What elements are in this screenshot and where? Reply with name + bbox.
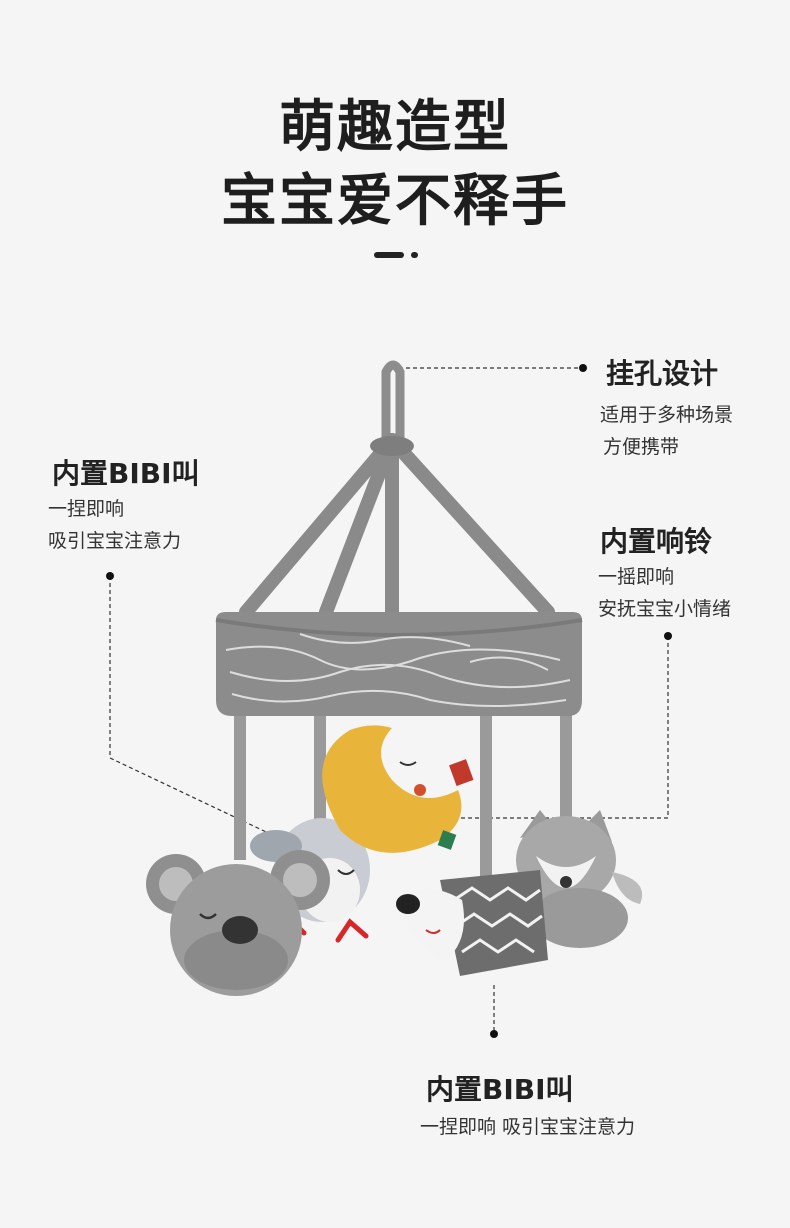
callout-hanging-hole-line2: 方便携带 [603,436,680,458]
canopy-band [215,612,583,716]
callout-hanging-hole-line1: 适用于多种场景 [600,404,734,426]
callout-bibi-left-line1: 一捏即响 [48,498,125,520]
callout-bell-line2: 安抚宝宝小情绪 [598,598,732,620]
callout-bell-line1: 一摇即响 [598,566,675,588]
moon-toy-icon [322,725,474,853]
hanging-loop [381,360,405,440]
callout-bibi-bottom-line1: 一捏即响 吸引宝宝注意力 [420,1116,636,1138]
callout-bibi-left-title: 内置BIBI叫 [52,457,200,490]
hanging-strings [234,700,572,880]
callout-bell-title: 内置响铃 [600,525,713,558]
callout-hanging-hole-title: 挂孔设计 [606,357,719,390]
callout-bibi-left-line2: 吸引宝宝注意力 [48,530,182,552]
title-divider-dot [411,252,418,258]
page-title-line1: 萌趣造型 [279,95,511,160]
hedgehog-toy-icon [396,870,548,976]
leader-dots [106,364,672,1038]
koala-toy-icon [146,850,330,996]
canopy-straps [239,433,555,621]
callout-bibi-bottom-title: 内置BIBI叫 [426,1073,574,1106]
title-divider [374,252,404,258]
page-title-line2: 宝宝爱不释手 [221,169,569,234]
